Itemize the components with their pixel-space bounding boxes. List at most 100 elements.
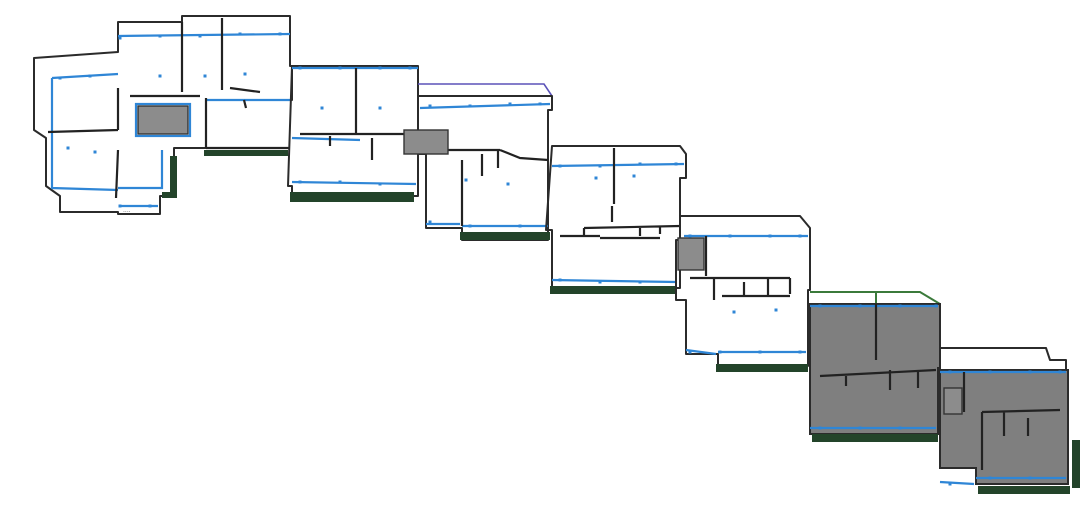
block-7-interior-walls (962, 372, 1061, 470)
block-6-interior-walls (819, 304, 937, 390)
building-block-4 (545, 145, 687, 294)
building-block-1: .... (33, 15, 293, 215)
boundary-marker (428, 220, 432, 224)
block-5-interior-walls (690, 236, 792, 300)
block-1-balcony-a (204, 150, 288, 156)
boundary-marker (798, 234, 802, 238)
boundary-marker (118, 36, 122, 40)
building-block-7-selected (939, 347, 1080, 494)
boundary-marker (408, 66, 412, 70)
boundary-marker (508, 102, 512, 106)
boundary-markers (58, 32, 1062, 486)
block-1-small-tag: .... (123, 207, 131, 214)
block-6-room-boundary (810, 304, 938, 430)
boundary-marker (798, 350, 802, 354)
boundary-marker (638, 162, 642, 166)
boundary-marker (598, 164, 602, 168)
boundary-marker (598, 280, 602, 284)
boundary-marker (338, 66, 342, 70)
block-3-stair-core (403, 129, 449, 155)
boundary-marker (538, 102, 542, 106)
building-block-5 (675, 215, 811, 372)
boundary-marker (66, 146, 70, 150)
boundary-marker (1028, 370, 1032, 374)
boundary-marker (58, 76, 62, 80)
boundary-marker (464, 178, 468, 182)
boundary-marker (468, 104, 472, 108)
block-5-balcony (716, 364, 808, 372)
boundary-marker (378, 182, 382, 186)
boundary-marker (728, 234, 732, 238)
boundary-marker (732, 310, 736, 314)
boundary-marker (243, 72, 247, 76)
block-5-stair-core (677, 237, 705, 271)
block-2-balcony (290, 192, 414, 202)
block-7-balcony-side (1072, 440, 1080, 488)
boundary-marker (818, 426, 822, 430)
boundary-marker (93, 150, 97, 154)
boundary-marker (506, 182, 510, 186)
boundary-marker (594, 176, 598, 180)
boundary-marker (858, 304, 862, 308)
boundary-marker (298, 66, 302, 70)
block-3-balcony (460, 232, 550, 240)
boundary-marker (428, 104, 432, 108)
boundary-marker (558, 278, 562, 282)
block-3-room-boundary (419, 102, 551, 228)
block-1-stair-core (137, 105, 189, 135)
boundary-marker (898, 426, 902, 430)
boundary-marker (518, 224, 522, 228)
boundary-marker (898, 304, 902, 308)
boundary-marker (203, 74, 207, 78)
boundary-marker (148, 204, 152, 208)
boundary-marker (468, 224, 472, 228)
block-2-outer-outline (287, 65, 419, 199)
boundary-marker (298, 180, 302, 184)
block-2-interior-walls (300, 68, 410, 160)
boundary-marker (88, 74, 92, 78)
boundary-marker (378, 66, 382, 70)
boundary-marker (948, 370, 952, 374)
block-3-interior-walls (430, 148, 549, 226)
boundary-marker (688, 350, 692, 354)
block-4-balcony (550, 286, 676, 294)
boundary-marker (768, 234, 772, 238)
block-1-balcony-b (170, 156, 177, 198)
block-7-stair-core (943, 387, 963, 415)
boundary-marker (198, 34, 202, 38)
boundary-marker (818, 304, 822, 308)
boundary-marker (988, 370, 992, 374)
block-1-balcony-c (162, 192, 176, 198)
boundary-marker (718, 350, 722, 354)
block-4-outer-outline (545, 145, 687, 289)
boundary-marker (558, 164, 562, 168)
boundary-marker (238, 32, 242, 36)
boundary-marker (988, 476, 992, 480)
building-block-6-selected (809, 291, 941, 442)
boundary-marker (758, 350, 762, 354)
block-4-room-boundary (551, 162, 685, 284)
block-6-green-edge (810, 291, 941, 305)
boundary-marker (278, 32, 282, 36)
block-5-outer-outline (675, 215, 811, 367)
boundary-marker (632, 174, 636, 178)
boundary-marker (338, 180, 342, 184)
block-1-room-boundary (50, 32, 291, 208)
block-1-outer-outline (33, 15, 293, 215)
boundary-marker (1058, 370, 1062, 374)
block-6-shaded-area (809, 303, 941, 435)
boundary-marker (118, 204, 122, 208)
block-4-interior-walls (560, 148, 681, 240)
block-6-balcony (812, 434, 938, 442)
boundary-marker (688, 234, 692, 238)
block-1-stair-outline (134, 102, 192, 138)
block-3-outer-outline (417, 95, 553, 241)
boundary-marker (858, 426, 862, 430)
boundary-marker (158, 34, 162, 38)
building-block-3 (403, 83, 553, 241)
boundary-marker (320, 106, 324, 110)
boundary-marker (378, 106, 382, 110)
building-block-2 (287, 65, 419, 202)
